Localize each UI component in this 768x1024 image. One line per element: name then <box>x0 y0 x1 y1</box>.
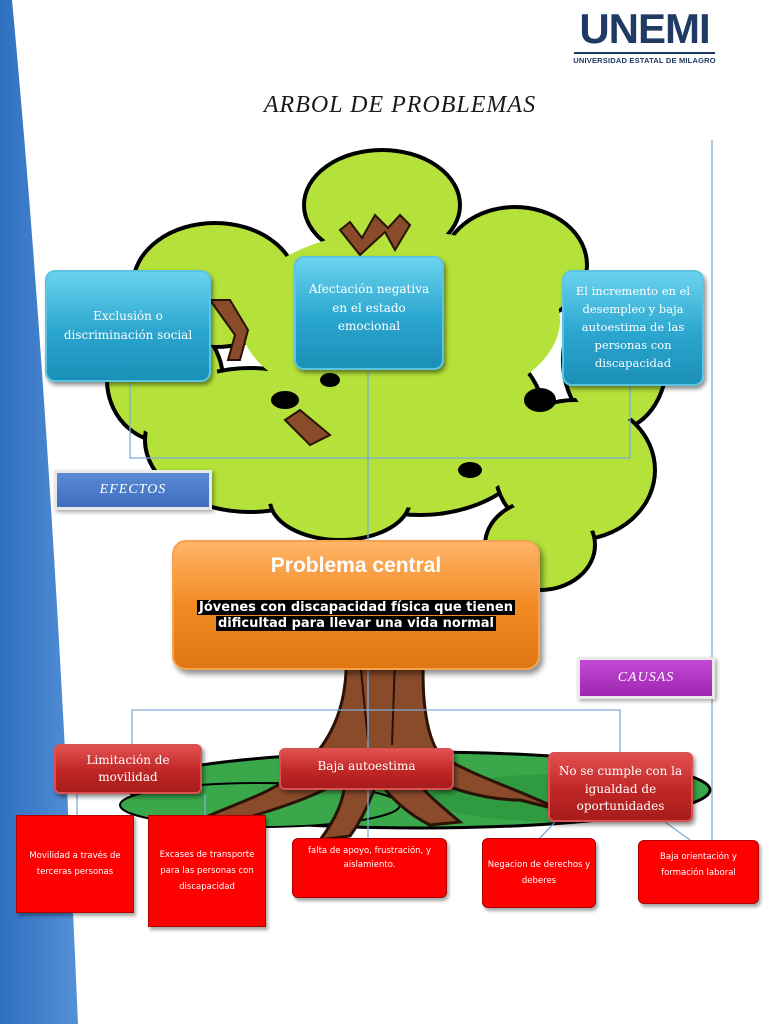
cause-box-3: No se cumple con la igualdad de oportuni… <box>548 752 693 822</box>
logo-divider <box>574 52 715 54</box>
central-problem-title: Problema central <box>270 554 442 577</box>
sub-cause-box-5: Baja orientación y formación laboral <box>638 840 759 904</box>
cause-box-1: Limitación de movilidad <box>54 744 202 794</box>
sub-cause-text-4: Negacion de derechos y deberes <box>487 859 591 886</box>
sub-cause-text-2: Excases de transporte para las personas … <box>159 849 255 893</box>
effects-label: EFECTOS <box>54 470 212 510</box>
effect-box-2: Afectación negativa en el estado emocion… <box>294 256 444 370</box>
logo-subtitle: UNIVERSIDAD ESTATAL DE MILAGRO <box>573 56 716 65</box>
logo-wordmark: UNEMI <box>579 5 710 52</box>
central-problem-text-wrap: Jóvenes con discapacidad física que tien… <box>191 600 521 633</box>
sub-cause-text-5: Baja orientación y formación laboral <box>660 852 737 879</box>
effect-box-1: Exclusión o discriminación social <box>45 270 211 382</box>
cause-text-2: Baja autoestima <box>317 759 416 773</box>
effect-text-1: Exclusión o discriminación social <box>63 309 193 342</box>
sub-cause-box-1: Movilidad a través de terceras personas <box>16 815 134 913</box>
sub-cause-box-4: Negacion de derechos y deberes <box>482 838 596 908</box>
effect-box-3: El incremento en el desempleo y baja aut… <box>562 270 704 386</box>
page-title: ARBOL DE PROBLEMAS <box>263 92 537 118</box>
connector-lines <box>76 140 713 860</box>
central-problem-box: Problema central Jóvenes con discapacida… <box>172 540 540 670</box>
central-problem-text: Jóvenes con discapacidad física que tien… <box>197 600 515 632</box>
sub-cause-box-2: Excases de transporte para las personas … <box>148 815 266 927</box>
effects-label-text: EFECTOS <box>99 482 167 497</box>
effect-text-2: Afectación negativa en el estado emocion… <box>308 282 430 334</box>
sub-cause-text-3: falta de apoyo, frustración, y aislamien… <box>308 846 431 870</box>
unemi-logo: UNEMI UNIVERSIDAD ESTATAL DE MILAGRO <box>572 5 717 66</box>
causes-label-text: CAUSAS <box>617 670 675 685</box>
cause-text-1: Limitación de movilidad <box>86 752 170 784</box>
cause-text-3: No se cumple con la igualdad de oportuni… <box>558 764 683 814</box>
sub-cause-box-3: falta de apoyo, frustración, y aislamien… <box>292 838 447 898</box>
causes-label: CAUSAS <box>577 657 715 699</box>
sub-cause-text-1: Movilidad a través de terceras personas <box>29 850 121 877</box>
branches <box>208 213 412 447</box>
effect-text-3: El incremento en el desempleo y baja aut… <box>575 284 691 370</box>
foliage-shadows <box>271 373 556 478</box>
cause-box-2: Baja autoestima <box>279 748 454 790</box>
